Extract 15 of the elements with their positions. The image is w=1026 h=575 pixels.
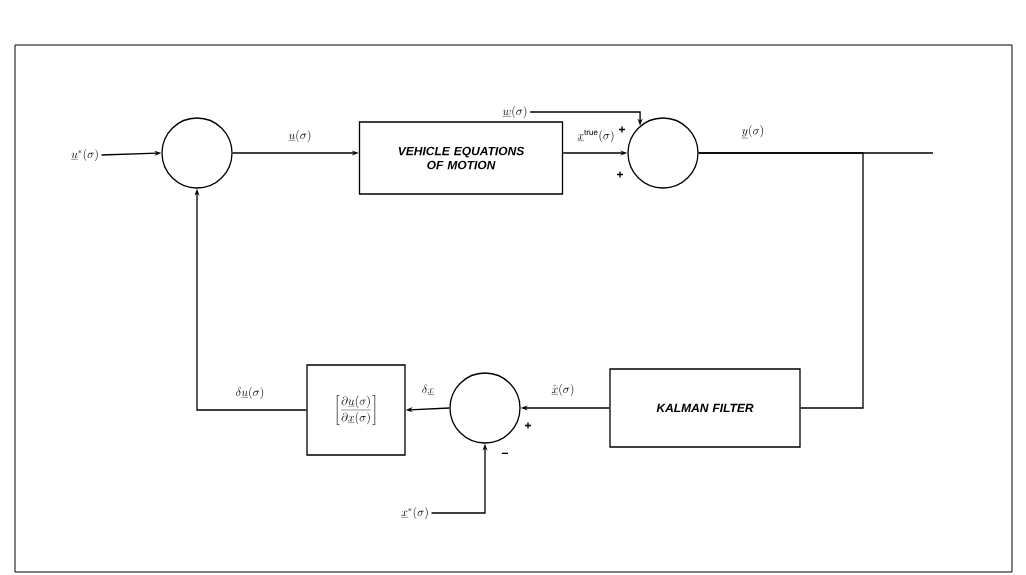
signal-label: $\underline{w}(\sigma)$ — [502, 106, 527, 118]
block-box: KALMAN FILTER — [609, 368, 801, 448]
block-box: VEHICLE EQUATIONS OF MOTION — [358, 121, 564, 195]
signal-label: $\underline{u}^{*}(\sigma)$ — [71, 149, 98, 161]
edge-label: $\underline{x}^{\mathrm{true}}(\sigma)$ — [576, 128, 616, 144]
summing-junction — [627, 117, 699, 189]
edge-label: $\underline{u}(\sigma)$ — [287, 129, 313, 143]
edge-label: $\delta\underline{x}$ — [420, 383, 436, 397]
edge-label: $\underline{y}(\sigma)$ — [740, 124, 766, 140]
edge-label: $\hat{\underline{x}}(\sigma)$ — [550, 383, 576, 397]
summing-junction — [449, 372, 521, 444]
edge-label: $\delta\underline{u}(\sigma)$ — [234, 386, 266, 400]
block-box: $\left[\frac{\partial \underline{u}(\sigma)}{\partial \underline{x}(\sigma)}\right]$ — [306, 364, 406, 456]
signal-label: $\underline{x}^{*}(\sigma)$ — [401, 507, 428, 519]
summing-junction — [161, 117, 233, 189]
